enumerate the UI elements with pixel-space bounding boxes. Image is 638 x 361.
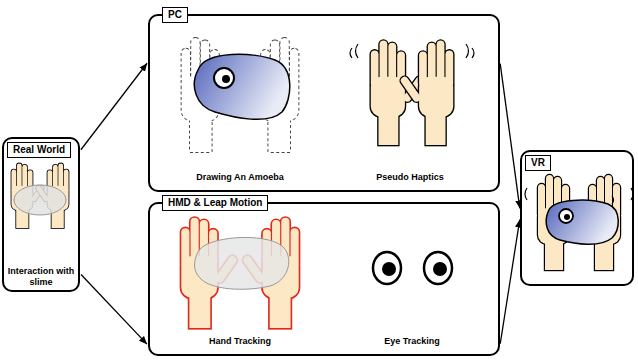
caption: Interaction with slime xyxy=(4,266,78,288)
vibration-marks xyxy=(350,44,474,58)
svg-path xyxy=(466,44,469,58)
amoeba xyxy=(546,200,618,244)
svg-path xyxy=(612,196,614,204)
amoeba-eye xyxy=(559,209,573,223)
flow-arrow xyxy=(500,219,520,343)
pupil xyxy=(564,214,570,220)
pupil xyxy=(382,262,396,276)
slime-hands xyxy=(11,163,68,228)
panel-heading: PC xyxy=(162,7,188,23)
group-panel: VR xyxy=(520,150,634,286)
svg-path xyxy=(525,188,527,200)
eyes xyxy=(373,252,452,284)
panel-heading: Real World xyxy=(7,142,71,158)
flow-arrow xyxy=(81,274,147,344)
svg-path xyxy=(350,48,352,58)
vibration-marks xyxy=(525,188,633,204)
flow-arrow xyxy=(81,63,147,150)
slime xyxy=(195,237,289,289)
pupil xyxy=(222,75,230,83)
svg-path xyxy=(356,44,359,58)
hand xyxy=(399,41,453,146)
eye xyxy=(424,252,452,284)
caption: Eye Tracking xyxy=(384,336,440,347)
hand-tracking xyxy=(181,218,298,328)
group-panel: PC xyxy=(148,14,500,192)
amoeba-eye xyxy=(214,68,234,88)
eye xyxy=(373,252,401,284)
panel-heading: HMD & Leap Motion xyxy=(162,195,268,211)
caption: Hand Tracking xyxy=(209,336,271,347)
group-panel: HMD & Leap Motion xyxy=(148,202,500,356)
panel-heading: VR xyxy=(525,155,551,171)
amoeba-drawing xyxy=(182,38,299,152)
pupil xyxy=(433,262,447,276)
caption: Pseudo Haptics xyxy=(376,172,444,183)
vr-scene xyxy=(525,175,633,270)
pseudo-haptics-hands xyxy=(350,41,474,146)
slime xyxy=(14,185,66,215)
svg-path xyxy=(472,48,474,58)
caption: Drawing An Amoeba xyxy=(196,172,283,183)
amoeba xyxy=(194,54,289,119)
flow-arrow xyxy=(500,64,520,209)
